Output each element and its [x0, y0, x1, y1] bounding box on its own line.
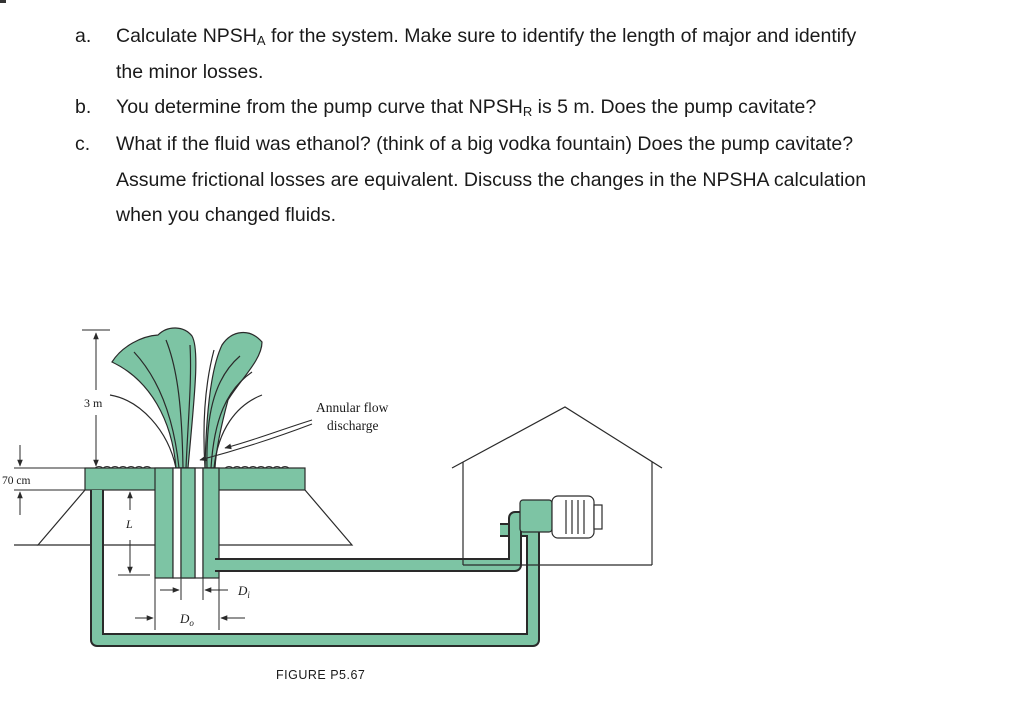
question-b-line-1: You determine from the pump curve that N… [116, 96, 817, 119]
annotation-line-1: Annular flow [316, 400, 389, 415]
pump [519, 495, 603, 539]
dimension-3m [82, 329, 110, 467]
label-L: L [125, 517, 133, 531]
npsh-r-subscript: R [522, 104, 533, 119]
question-a-marker: a. [75, 25, 92, 47]
vertical-pipes [154, 467, 220, 579]
question-a-line-2: the minor losses. [116, 61, 264, 83]
dimension-L [118, 491, 150, 576]
annotation-line-2: discharge [327, 418, 378, 433]
water-surface-ripples [94, 466, 290, 469]
dimension-Do [135, 578, 245, 630]
question-c-marker: c. [75, 133, 91, 155]
annotation-pointers [199, 419, 313, 462]
question-c-line-2: Assume frictional losses are equivalent.… [116, 169, 867, 191]
question-c-line-1: What if the fluid was ethanol? (think of… [116, 133, 854, 155]
fountain-spray-right [203, 332, 263, 469]
label-70cm: 70 cm [2, 475, 30, 487]
question-a-line-1: Calculate NPSHA for the system. Make sur… [116, 25, 857, 48]
label-Do: Do [179, 611, 194, 628]
dimension-70cm [14, 445, 85, 515]
question-c-line-3: when you changed fluids. [116, 204, 337, 226]
label-3m: 3 m [84, 396, 103, 410]
fountain-spray-left [109, 327, 197, 469]
pump-house [451, 406, 663, 566]
dimension-Di [160, 578, 228, 600]
question-b-marker: b. [75, 96, 92, 118]
npsh-a-subscript: A [256, 33, 266, 48]
corner-mark [0, 0, 6, 3]
figure-caption: FIGURE P5.67 [276, 668, 365, 682]
label-Di: Di [237, 583, 250, 600]
